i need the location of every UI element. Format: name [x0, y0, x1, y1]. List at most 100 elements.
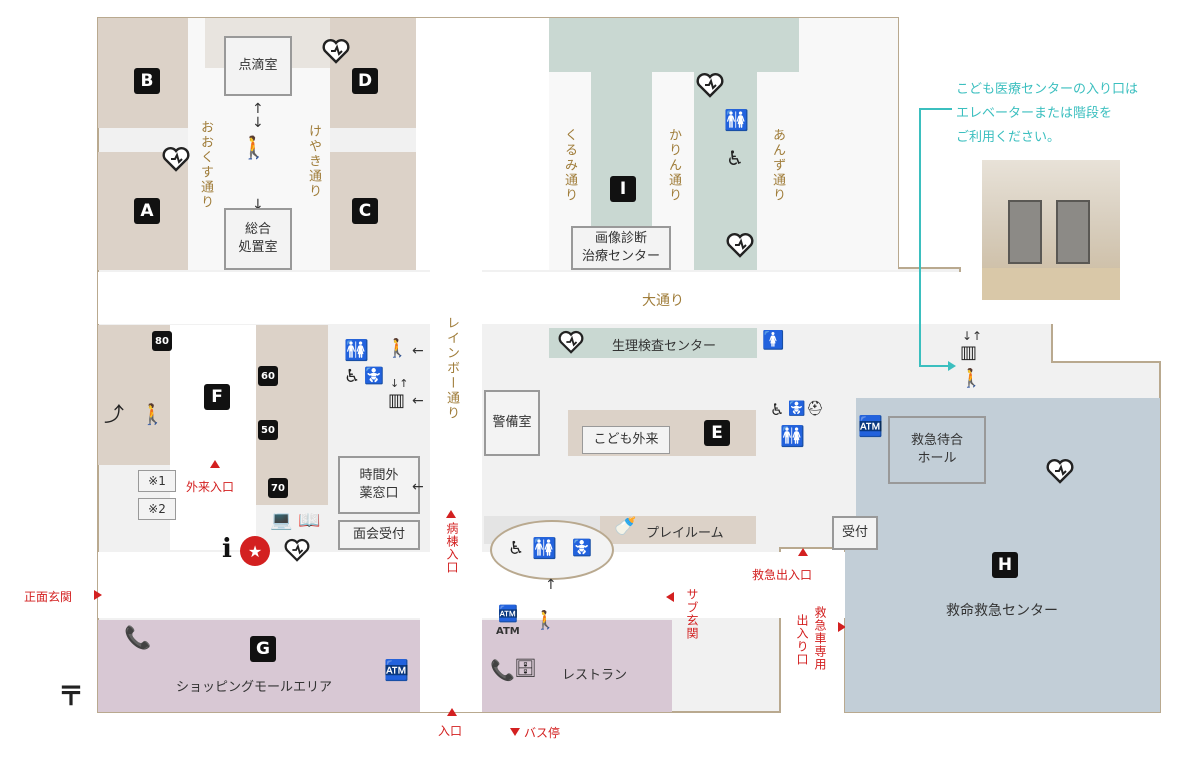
after-hours-label-2: 薬窓口 [359, 486, 399, 501]
wheelchair-icon: ♿ [344, 366, 361, 387]
drip-room-label: 点滴室 [238, 58, 278, 74]
aed-heart-icon [322, 39, 350, 64]
keyaki-street-label: けやき通り [306, 124, 321, 199]
ambulance-exit-label: 出入り口 [795, 614, 809, 666]
sub-entrance-marker [666, 592, 674, 602]
kurumi-street-label: くるみ通り [562, 128, 577, 203]
emergency-waiting-label-2: ホール [917, 451, 957, 466]
block-c-badge: C [352, 198, 378, 224]
vending-machine-icon: 🏧 [384, 658, 409, 682]
aed-heart-icon [696, 73, 724, 98]
info-i-glyph: i [222, 534, 232, 564]
visitor-reception[interactable]: 面会受付 [338, 520, 420, 550]
photo-elevator-door-1 [1008, 200, 1042, 264]
general-treatment-label-1: 総合 [244, 222, 271, 238]
wheelchair-icon: ♿ [770, 400, 785, 419]
anzu-corridor [757, 72, 799, 270]
wheelchair-icon: ♿ [726, 146, 744, 170]
note-2-box: ※2 [138, 498, 176, 520]
baby-changing-icon: 🚼 [788, 401, 806, 417]
main-entrance-label: 正面玄関 [24, 590, 73, 604]
left-arrow-icon: ← [412, 479, 424, 495]
escalator-icon: ⤴ [104, 402, 124, 426]
kids-outpatient-room[interactable]: こども外来 [582, 426, 670, 454]
up-arrow-icon: ↑ [545, 577, 557, 593]
general-treatment-label-2: 処置室 [238, 240, 278, 255]
block-a-badge: A [134, 198, 160, 224]
restroom-icon: 🚻 [344, 338, 369, 362]
notice-line-3: ご利用ください。 [956, 130, 1061, 145]
imaging-center-room[interactable]: 画像診断 治療センター [571, 226, 671, 270]
ambulance-entrance-marker [838, 622, 846, 632]
restroom-icon: 🚻 [724, 108, 749, 132]
stairs-icon: 🚶 [960, 368, 983, 389]
restaurant-label: レストラン [562, 668, 628, 683]
stairs-icon: 🚶 [240, 136, 268, 161]
ambulance-only-label: 救急車専用 [813, 606, 827, 671]
atm-label: ATM [496, 626, 520, 637]
anzu-street-label: あんず通り [770, 128, 785, 203]
restroom-icon: 🚻 [780, 424, 805, 448]
elevator-icon: ▥ [960, 342, 978, 363]
updown-arrow-icon: ↑↓ [252, 101, 264, 131]
notice-line-1: こども医療センターの入り口は [956, 82, 1139, 97]
aed-heart-icon [284, 538, 310, 562]
elevator-photo [982, 160, 1120, 300]
ookusu-street-label: おおくす通り [198, 120, 213, 210]
atm-icon: 🏧 [498, 604, 518, 623]
aed-heart-icon [162, 147, 190, 172]
visitor-reception-label: 面会受付 [352, 527, 405, 543]
aed-heart-icon [1046, 459, 1074, 484]
baby-changing-icon: 🚼 [364, 366, 384, 385]
emergency-waiting-label-1: 救急待合 [910, 433, 963, 449]
restaurant-area [482, 620, 672, 712]
ward-entrance-label: 病棟入口 [445, 522, 459, 574]
emergency-reception[interactable]: 受付 [832, 516, 878, 550]
imaging-label-2: 治療センター [581, 249, 660, 264]
physiology-center-area [549, 328, 757, 358]
elevator-50-badge: 50 [258, 420, 278, 440]
note-1-box: ※1 [138, 470, 176, 492]
block-h-badge: H [992, 552, 1018, 578]
oodori-street-label: 大通り [642, 293, 684, 309]
block-b-badge: B [134, 68, 160, 94]
elevator-icon: ▥ [388, 390, 406, 411]
central-restroom-oval [490, 520, 614, 580]
womens-restroom-icon: 🚺 [762, 330, 785, 351]
phone-icon: 📞 [124, 626, 152, 651]
elevator-80-badge: 80 [152, 331, 172, 351]
left-arrow-icon: ← [412, 393, 424, 409]
phone-icon: 📞 [490, 658, 515, 682]
outpatient-entrance-marker [210, 460, 220, 468]
block-g-area [98, 620, 420, 712]
elevator-60-badge: 60 [258, 366, 278, 386]
laptop-icon: 💻 [270, 510, 293, 531]
stairs-icon: 🚶 [386, 338, 409, 359]
after-hours-pharmacy[interactable]: 時間外 薬窓口 [338, 456, 420, 514]
down-arrow-icon: ↓ [252, 197, 264, 213]
block-i-badge: I [610, 176, 636, 202]
ward-entrance-marker [446, 510, 456, 518]
emergency-reception-label: 受付 [841, 525, 868, 541]
book-icon: 📖 [298, 510, 321, 531]
left-arrow-icon: ← [412, 343, 424, 359]
general-treatment-room[interactable]: 総合 処置室 [224, 208, 292, 270]
security-room[interactable]: 警備室 [484, 390, 540, 456]
emergency-waiting-hall[interactable]: 救急待合 ホール [888, 416, 986, 484]
imaging-label-1: 画像診断 [594, 231, 647, 247]
info-star-badge: ★ [240, 536, 270, 566]
drip-room[interactable]: 点滴室 [224, 36, 292, 96]
stairs-icon: 🚶 [140, 402, 165, 426]
baby-changing-icon: 🚼 [572, 538, 592, 557]
restroom-icon: 🚻 [532, 536, 557, 560]
entrance-label: 入口 [438, 724, 463, 738]
block-f-badge: F [204, 384, 230, 410]
information-icon[interactable]: i ★ [220, 534, 272, 568]
outpatient-entrance-label: 外来入口 [186, 480, 235, 494]
main-entrance-marker [94, 590, 102, 600]
block-d-badge: D [352, 68, 378, 94]
physiology-center-label: 生理検査センター [612, 339, 717, 354]
note-2-label: ※2 [148, 501, 166, 516]
post-office-icon: 〒 [58, 682, 85, 712]
karin-street-label: かりん通り [666, 128, 681, 203]
